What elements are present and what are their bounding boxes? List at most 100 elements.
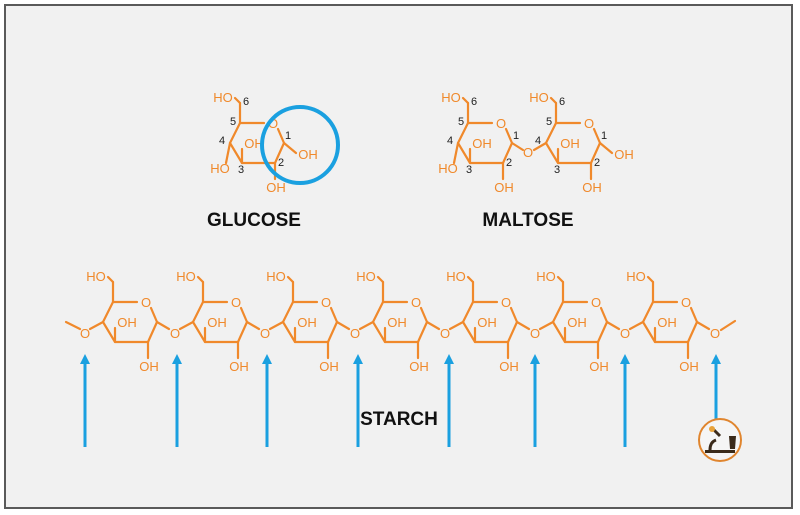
bond <box>224 141 232 165</box>
glycosidic-bond <box>245 320 261 331</box>
arrow-head <box>80 354 90 364</box>
c6-hydroxyl-label: HO <box>446 269 466 284</box>
bond <box>376 275 385 284</box>
c3-hydroxyl-label: OH <box>560 136 580 151</box>
glycosidic-bond <box>538 320 555 331</box>
glycosidic-bond <box>178 320 195 331</box>
ring-bonds <box>191 300 249 344</box>
enzyme-arrow <box>262 354 272 447</box>
ring-oxygen-label: O <box>411 295 421 310</box>
chain-end-bond <box>64 320 82 331</box>
glycosidic-oxygen-label: O <box>80 326 90 341</box>
ring-bonds <box>228 121 286 165</box>
starch-chain: OHOOHOHOOHOOHOHOOHOOHOHOOHOOHOHOOHOOHOHO… <box>64 269 737 374</box>
bond <box>471 280 499 304</box>
glycosidic-bond <box>268 320 285 331</box>
ring-oxygen-label: O <box>501 295 511 310</box>
glycosidic-bond <box>695 320 711 331</box>
bond <box>282 141 298 155</box>
glycosidic-bond <box>425 320 441 331</box>
carbon-number-6: 6 <box>559 96 565 108</box>
diagram-frame <box>4 4 793 509</box>
arrow-head <box>353 354 363 364</box>
arrow-head <box>262 354 272 364</box>
carbon-number-5: 5 <box>458 116 464 128</box>
glycosidic-bond <box>605 320 621 331</box>
carbon-number-6: 6 <box>243 96 249 108</box>
glycosidic-bond <box>155 320 171 331</box>
enzyme-arrow <box>172 354 182 447</box>
carbon-number-3: 3 <box>466 164 472 176</box>
bond <box>646 275 655 284</box>
carbon-number-1: 1 <box>601 130 607 142</box>
carbon-number-6: 6 <box>471 96 477 108</box>
c3-hydroxyl-label: OH <box>244 136 264 151</box>
ring-oxygen-label: O <box>141 295 151 310</box>
glycosidic-bond <box>448 320 465 331</box>
c3-hydroxyl-label: OH <box>477 315 497 330</box>
c3-hydroxyl-label: OH <box>657 315 677 330</box>
c6-hydroxyl-label: HO <box>176 269 196 284</box>
ring-oxygen-label: O <box>231 295 241 310</box>
enzyme-arrow <box>353 354 363 447</box>
ring-bonds <box>461 300 519 344</box>
c2-hydroxyl-label: OH <box>582 180 602 195</box>
carbon-number-3: 3 <box>554 164 560 176</box>
bond <box>381 280 409 304</box>
c3-hydroxyl-label: OH <box>207 315 227 330</box>
arrow-head <box>620 354 630 364</box>
glycosidic-oxygen-label: O <box>440 326 450 341</box>
ring-bonds <box>281 300 339 344</box>
carbon-number-4: 4 <box>535 135 541 147</box>
glycosidic-bond <box>515 320 531 331</box>
ring-bonds <box>544 121 602 165</box>
bond <box>196 275 205 284</box>
c6-hydroxyl-label: HO <box>626 269 646 284</box>
glycosidic-bond <box>510 141 525 152</box>
c2-hydroxyl-label: OH <box>679 359 699 374</box>
arrow-head <box>711 354 721 364</box>
glycosidic-oxygen-label: O <box>620 326 630 341</box>
c4-hydroxyl-label: HO <box>210 161 230 176</box>
bond <box>111 280 139 304</box>
bond <box>233 96 242 105</box>
ring-bonds <box>101 300 159 344</box>
c2-hydroxyl-label: OH <box>266 180 286 195</box>
c6-hydroxyl-label: HO <box>441 90 461 105</box>
glycosidic-bond <box>88 320 105 331</box>
carbon-number-4: 4 <box>219 135 225 147</box>
bond <box>466 275 475 284</box>
enzyme-arrows <box>80 354 721 447</box>
arrow-head <box>444 354 454 364</box>
bond <box>201 280 229 304</box>
c1-hydroxyl-label: OH <box>298 147 318 162</box>
c3-hydroxyl-label: OH <box>117 315 137 330</box>
chain-end-bond <box>719 319 737 332</box>
bond <box>598 141 614 155</box>
c2-hydroxyl-label: OH <box>589 359 609 374</box>
microscope-icon[interactable] <box>698 418 742 462</box>
glycosidic-bond <box>532 141 548 152</box>
glycosidic-oxygen-label: O <box>710 326 720 341</box>
glycosidic-oxygen-label: O <box>350 326 360 341</box>
c2-hydroxyl-label: OH <box>409 359 429 374</box>
c1-hydroxyl-label: OH <box>614 147 634 162</box>
ring-bonds <box>551 300 609 344</box>
glucose-title: GLUCOSE <box>207 210 301 231</box>
c3-hydroxyl-label: OH <box>387 315 407 330</box>
carbon-number-2: 2 <box>506 157 512 169</box>
carbon-number-3: 3 <box>238 164 244 176</box>
glycosidic-oxygen-label: O <box>170 326 180 341</box>
c4-hydroxyl-label: HO <box>438 161 458 176</box>
carbon-number-4: 4 <box>447 135 453 147</box>
bond <box>286 275 295 284</box>
bond <box>452 141 460 165</box>
maltose-title: MALTOSE <box>482 210 573 231</box>
